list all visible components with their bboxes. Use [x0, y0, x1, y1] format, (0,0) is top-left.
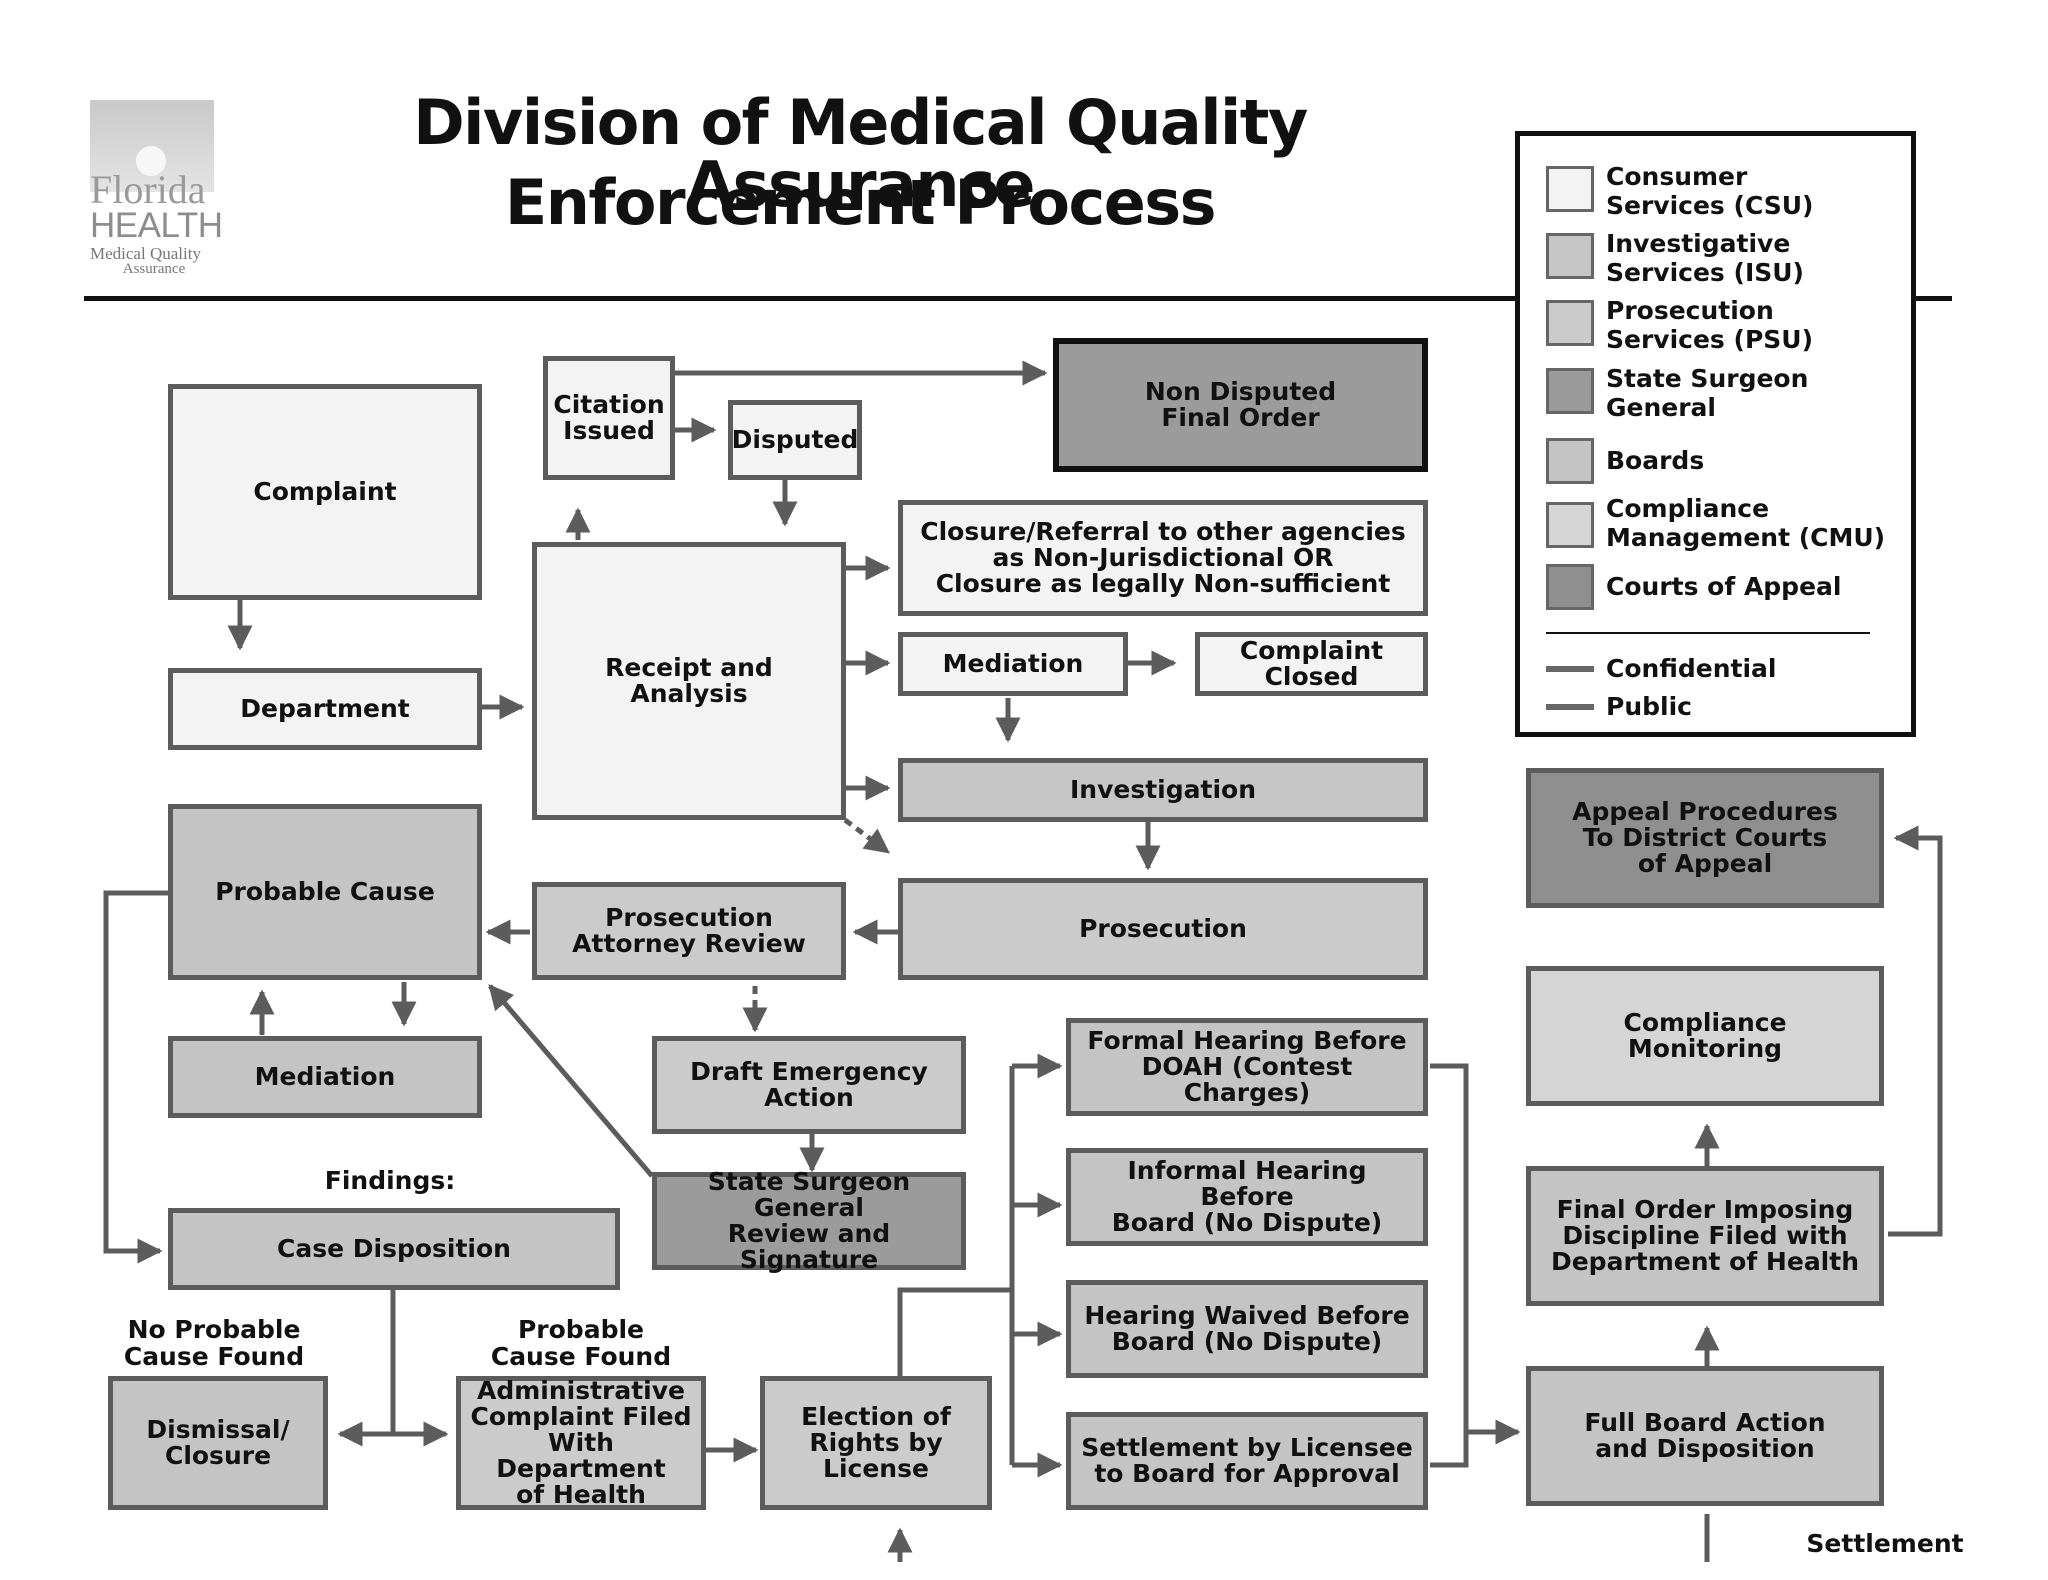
- legend: Consumer Services (CSU) Investigative Se…: [1515, 131, 1916, 737]
- legend-label-public: Public: [1606, 692, 1692, 721]
- legend-swatch-isu: [1546, 233, 1594, 279]
- legend-swatch-cmu: [1546, 502, 1594, 548]
- legend-divider: [1546, 632, 1870, 634]
- page-title-line-2: Enforcement Process: [504, 166, 1217, 239]
- node-draft-emergency-action: Draft Emergency Action: [652, 1036, 966, 1134]
- legend-label-ssg: State Surgeon General: [1606, 364, 1809, 422]
- florida-health-logo: Florida HEALTH Medical Quality Assurance: [90, 100, 223, 278]
- legend-label-psu: Prosecution Services (PSU): [1606, 296, 1813, 354]
- logo-florida-text: Florida: [90, 167, 206, 212]
- connector-final-appeal: [1888, 825, 1943, 1237]
- connector-election-hub: [897, 1287, 1012, 1380]
- label-probable-cause-found: Probable Cause Found: [490, 1315, 672, 1371]
- node-complaint-closed: Complaint Closed: [1195, 632, 1428, 696]
- page-title-line-1: Division of Medical Quality Assurance: [413, 86, 1308, 221]
- label-settlement-footer: Settlement: [1806, 1529, 1964, 1558]
- connector-formal-board: [1430, 1063, 1469, 1468]
- legend-label-isu: Investigative Services (ISU): [1606, 229, 1804, 287]
- node-citation-issued: Citation Issued: [543, 356, 675, 480]
- node-dismissal-closure: Dismissal/ Closure: [108, 1376, 328, 1510]
- node-hearing-waived: Hearing Waived Before Board (No Dispute): [1066, 1280, 1428, 1378]
- legend-label-courts: Courts of Appeal: [1606, 572, 1842, 601]
- label-findings: Findings:: [324, 1166, 456, 1195]
- node-compliance-monitoring: Compliance Monitoring: [1526, 966, 1884, 1106]
- node-prosecution: Prosecution: [898, 878, 1428, 980]
- legend-label-csu: Consumer Services (CSU): [1606, 162, 1814, 220]
- node-receipt-analysis: Receipt and Analysis: [532, 542, 846, 820]
- legend-label-confidential: Confidential: [1606, 654, 1777, 683]
- node-closure-referral: Closure/Referral to other agencies as No…: [898, 500, 1428, 616]
- sun-icon: [90, 100, 214, 192]
- node-administrative-complaint: Administrative Complaint Filed With Depa…: [456, 1376, 706, 1510]
- logo-health-text: HEALTH: [90, 206, 223, 245]
- logo-tagline-2: Assurance: [122, 261, 186, 277]
- node-investigation: Investigation: [898, 758, 1428, 822]
- node-complaint: Complaint: [168, 384, 482, 600]
- node-final-order: Final Order Imposing Discipline Filed wi…: [1526, 1166, 1884, 1306]
- node-probable-cause: Probable Cause: [168, 804, 482, 980]
- node-full-board-action: Full Board Action and Disposition: [1526, 1366, 1884, 1506]
- node-disputed: Disputed: [728, 400, 862, 480]
- node-formal-hearing: Formal Hearing Before DOAH (Contest Char…: [1066, 1018, 1428, 1116]
- logo-tagline-1: Medical Quality: [90, 244, 201, 263]
- node-state-surgeon-general-review: State Surgeon General Review and Signatu…: [652, 1169, 966, 1273]
- node-mediation-left: Mediation: [168, 1036, 482, 1118]
- connector-ssg-probable: [488, 984, 654, 1178]
- header-divider: [84, 296, 1952, 301]
- connector-receipt-prosecution: [843, 817, 891, 855]
- node-election-of-rights: Election of Rights by License: [760, 1376, 992, 1510]
- legend-label-boards: Boards: [1606, 446, 1705, 475]
- node-appeal-procedures: Appeal Procedures To District Courts of …: [1526, 768, 1884, 908]
- node-non-disputed-final-order: Non Disputed Final Order: [1053, 338, 1428, 472]
- legend-swatch-csu: [1546, 166, 1594, 212]
- node-mediation-top: Mediation: [898, 632, 1128, 696]
- node-department: Department: [168, 668, 482, 750]
- legend-swatch-boards: [1546, 438, 1594, 484]
- legend-swatch-psu: [1546, 300, 1594, 346]
- legend-line-public: [1546, 704, 1594, 710]
- legend-line-confidential: [1546, 666, 1594, 672]
- label-no-probable-cause: No Probable Cause Found: [123, 1315, 305, 1371]
- node-informal-hearing: Informal Hearing Before Board (No Disput…: [1066, 1148, 1428, 1246]
- legend-label-cmu: Compliance Management (CMU): [1606, 494, 1886, 552]
- legend-swatch-ssg: [1546, 368, 1594, 414]
- node-settlement: Settlement by Licensee to Board for Appr…: [1066, 1412, 1428, 1510]
- node-case-disposition: Case Disposition: [168, 1208, 620, 1290]
- node-prosecution-attorney-review: Prosecution Attorney Review: [532, 882, 846, 980]
- legend-swatch-courts: [1546, 564, 1594, 610]
- connector-probable-disposition: [103, 890, 168, 1264]
